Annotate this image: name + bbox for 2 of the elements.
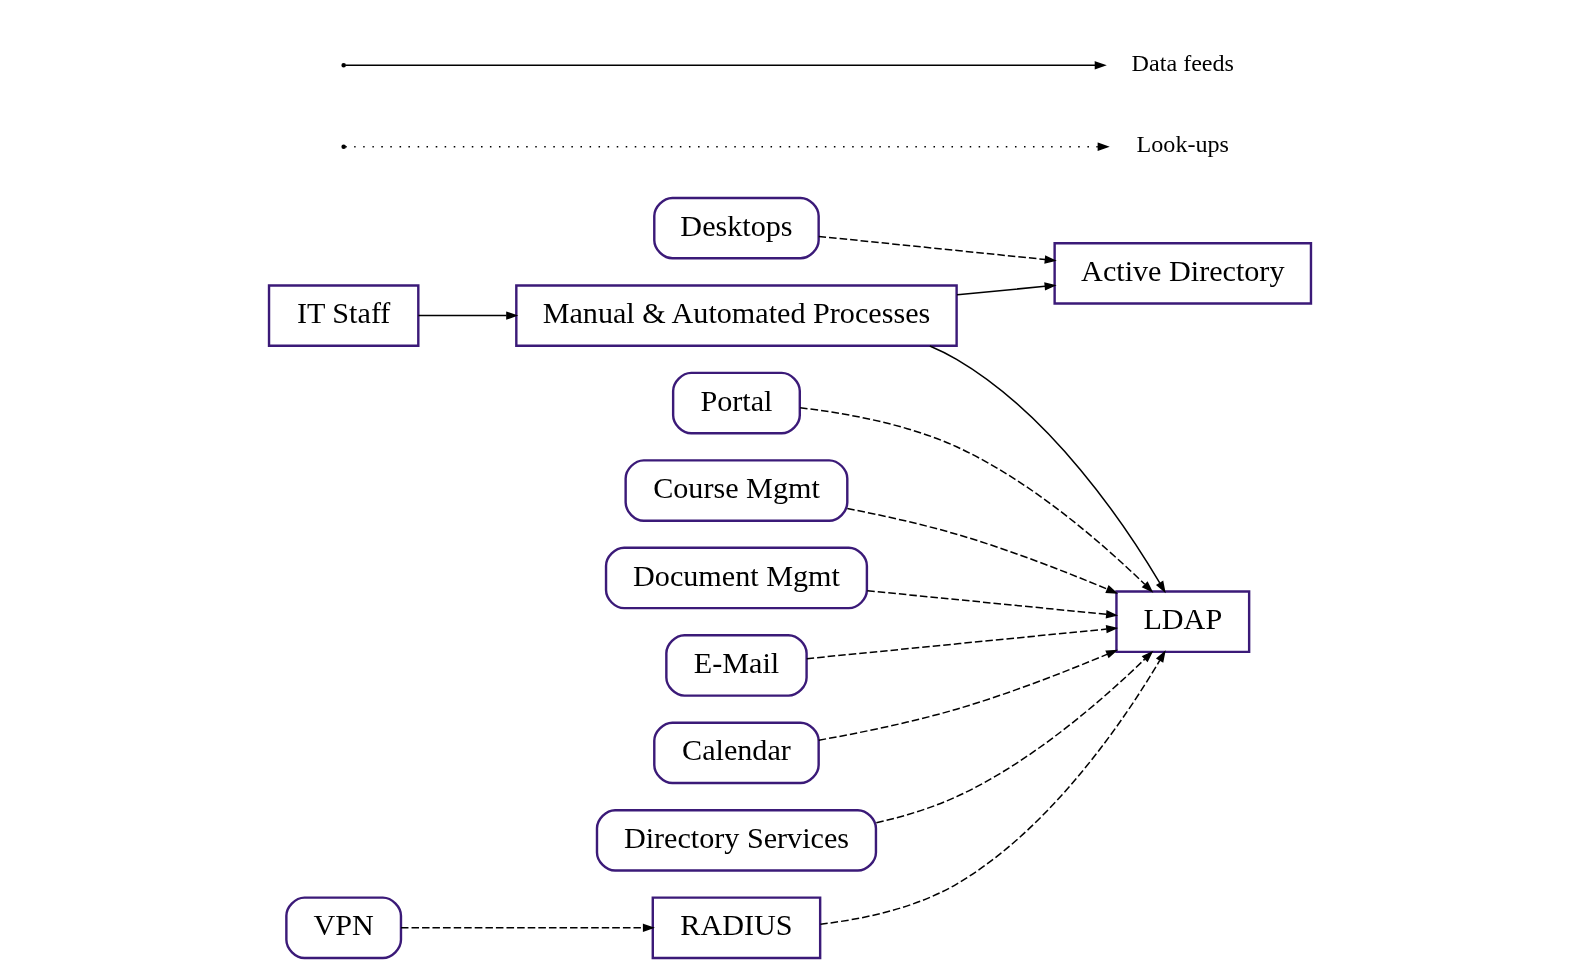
legend-label: Data feeds [1131, 50, 1234, 77]
legend-label: Look-ups [1136, 131, 1229, 158]
